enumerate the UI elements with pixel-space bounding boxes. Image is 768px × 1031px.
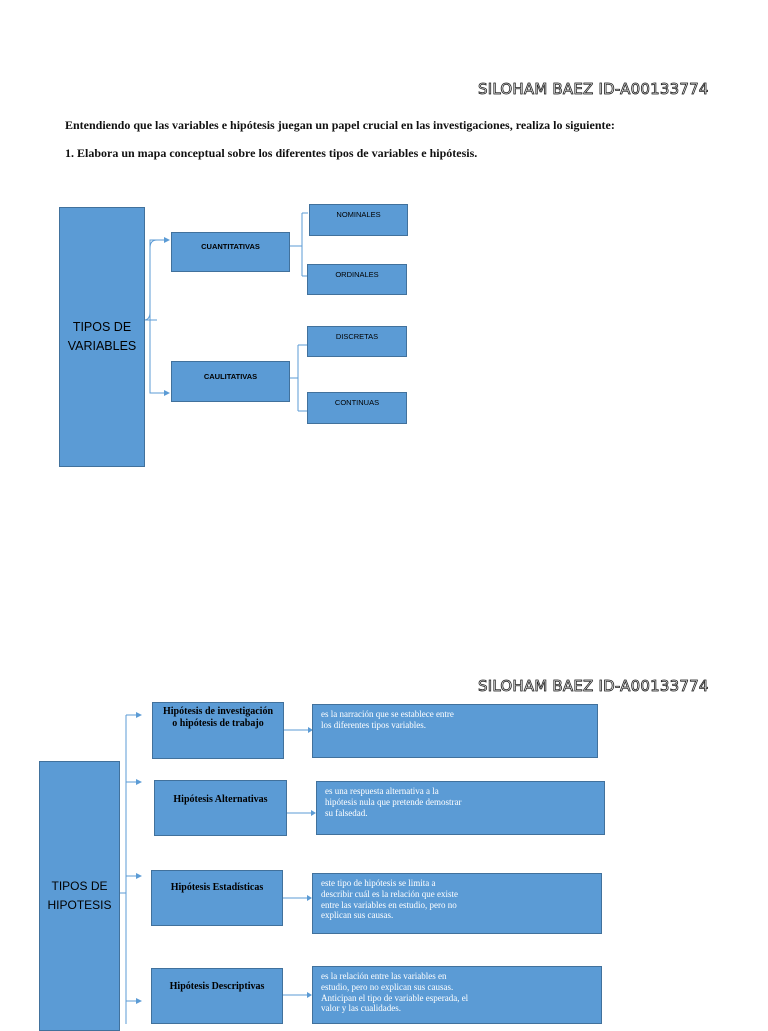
- instruction-text: Entendiendo que las variables e hipótesi…: [65, 118, 615, 132]
- hypothesis-item-1-description: es la narración que se establece entre l…: [312, 704, 598, 758]
- leaf-discretas-label: DISCRETAS: [335, 332, 379, 341]
- variables-root-box: TIPOS DE VARIABLES: [59, 207, 145, 467]
- hypothesis-item-1-box: Hipótesis de investigación o hipótesis d…: [152, 702, 284, 759]
- leaf-nominales-label: NOMINALES: [336, 210, 381, 219]
- hypothesis-item-4-description: es la relación entre las variables en es…: [312, 966, 602, 1024]
- branch-caulitativas-label: CAULITATIVAS: [203, 372, 258, 381]
- leaf-discretas: DISCRETAS: [307, 326, 407, 357]
- leaf-continuas-label: CONTINUAS: [334, 398, 380, 407]
- task-text: 1. Elabora un mapa conceptual sobre los …: [65, 146, 478, 160]
- leaf-ordinales: ORDINALES: [307, 264, 407, 295]
- branch-cuantitativas-label: CUANTITATIVAS: [201, 242, 260, 251]
- hypothesis-item-4-title: Hipótesis Descriptivas: [169, 981, 265, 992]
- hypothesis-item-3-title: Hipótesis Estadísticas: [170, 882, 264, 893]
- variables-root-label: TIPOS DE VARIABLES: [67, 319, 137, 353]
- branch-cuantitativas: CUANTITATIVAS: [171, 232, 290, 272]
- branch-caulitativas: CAULITATIVAS: [171, 361, 290, 402]
- hypothesis-item-1-title: Hipótesis de investigación o hipótesis d…: [163, 706, 274, 729]
- leaf-nominales: NOMINALES: [309, 204, 408, 236]
- leaf-continuas: CONTINUAS: [307, 392, 407, 424]
- hypothesis-item-2-box: Hipótesis Alternativas: [154, 780, 287, 836]
- hypothesis-item-2-description: es una respuesta alternativa a la hipóte…: [316, 781, 605, 835]
- hypothesis-root-label: TIPOS DE HIPOTESIS: [47, 879, 112, 912]
- hypothesis-root-box: TIPOS DE HIPOTESIS: [39, 761, 120, 1031]
- hypothesis-item-3-description: este tipo de hipótesis se limita a descr…: [312, 873, 602, 934]
- leaf-ordinales-label: ORDINALES: [335, 270, 379, 279]
- hypothesis-item-4-box: Hipótesis Descriptivas: [151, 968, 283, 1024]
- author-header: SILOHAM BAEZ ID-A00133774: [478, 80, 709, 99]
- hypothesis-item-3-box: Hipótesis Estadísticas: [151, 870, 283, 926]
- hypothesis-item-2-title: Hipótesis Alternativas: [173, 794, 268, 805]
- author-header-2: SILOHAM BAEZ ID-A00133774: [478, 677, 709, 696]
